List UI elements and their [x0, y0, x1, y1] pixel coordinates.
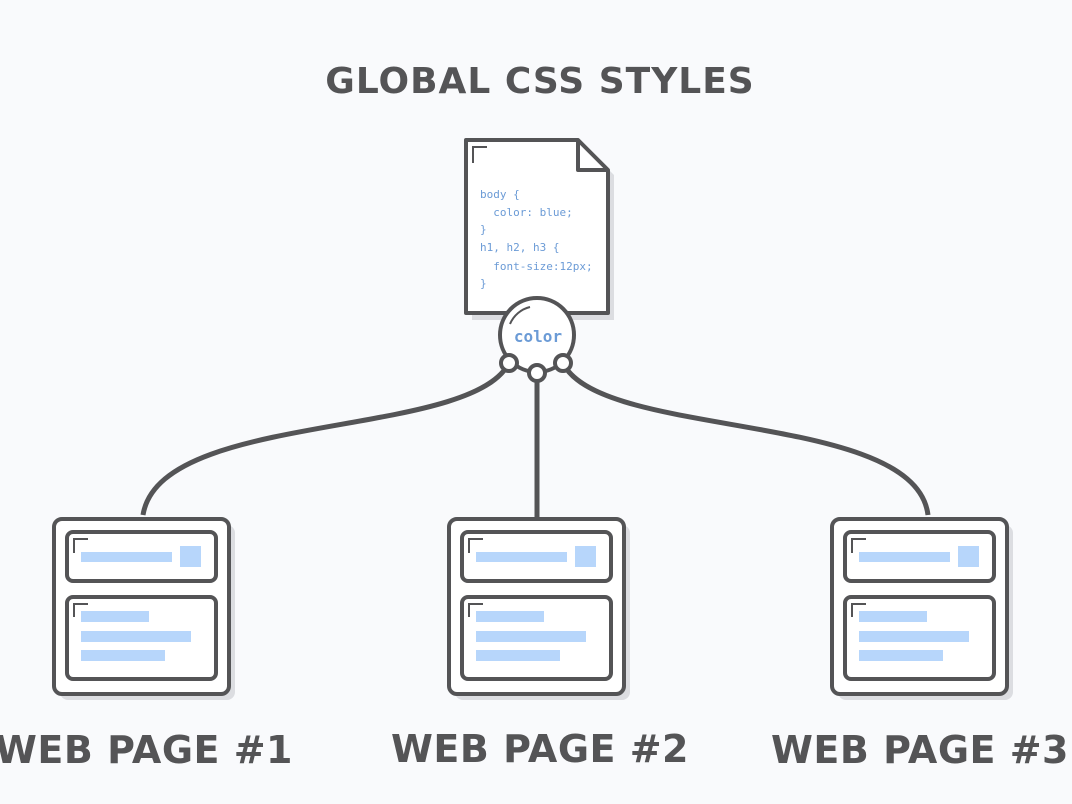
code-line: color: blue;: [480, 206, 573, 219]
content-text-line: [859, 631, 969, 642]
content-text-line: [859, 611, 927, 622]
header-corner-mark: [468, 538, 483, 553]
diagram-title: GLOBAL CSS STYLES: [325, 61, 754, 102]
css-file-body: [464, 138, 610, 315]
content-text-line: [859, 650, 943, 661]
header-title-bar: [859, 552, 950, 562]
content-corner-mark: [73, 603, 88, 617]
header-corner-mark: [851, 538, 866, 553]
web-page-label-3: WEB PAGE #3: [771, 728, 1069, 772]
css-file-fold: [576, 140, 608, 172]
header-corner-mark: [73, 538, 88, 553]
web-page-card-1: [52, 517, 235, 700]
css-code-block: body { color: blue; } h1, h2, h3 { font-…: [480, 188, 593, 290]
code-line: font-size:12px;: [480, 260, 593, 273]
content-text-line: [476, 611, 544, 622]
web-page-label-2: WEB PAGE #2: [391, 727, 689, 771]
header-logo-square: [180, 546, 201, 567]
header-logo-square: [958, 546, 979, 567]
content-corner-mark: [468, 603, 483, 617]
code-line: body {: [480, 188, 520, 201]
code-line: }: [480, 223, 487, 236]
color-connector-node: color: [498, 296, 576, 383]
connector-port-right: [553, 353, 573, 373]
code-line: h1, h2, h3 {: [480, 241, 559, 254]
header-logo-square: [575, 546, 596, 567]
connector-port-left: [499, 353, 519, 373]
connector-line-page-3: [560, 361, 931, 516]
web-page-card-3: [830, 517, 1013, 700]
connector-label: color: [514, 327, 562, 346]
content-corner-mark: [851, 603, 866, 617]
web-page-label-1: WEB PAGE #1: [0, 728, 293, 772]
connector-line-page-1: [140, 361, 512, 516]
connector-highlight: [509, 306, 531, 325]
content-text-line: [476, 631, 586, 642]
css-file-corner-mark: [472, 146, 487, 163]
css-file-icon: body { color: blue; } h1, h2, h3 { font-…: [464, 138, 614, 320]
content-text-line: [81, 631, 191, 642]
content-text-line: [81, 611, 149, 622]
content-text-line: [476, 650, 560, 661]
web-page-card-2: [447, 517, 630, 700]
connection-lines: [140, 361, 931, 518]
connector-port-center: [527, 363, 547, 383]
header-title-bar: [81, 552, 172, 562]
content-text-line: [81, 650, 165, 661]
header-title-bar: [476, 552, 567, 562]
code-line: }: [480, 277, 487, 290]
